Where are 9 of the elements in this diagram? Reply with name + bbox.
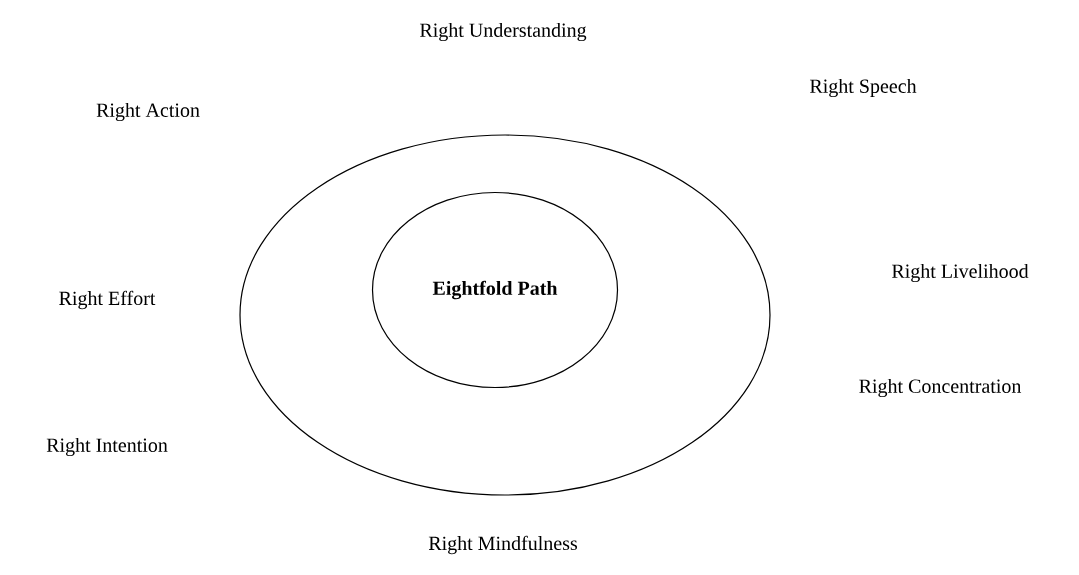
label-text: Right Livelihood xyxy=(891,263,1029,283)
label-text: Right Intention xyxy=(46,437,168,457)
label-text: Right Action xyxy=(96,102,200,122)
label-text: Right Understanding xyxy=(420,22,587,42)
label-text: Right Speech xyxy=(810,78,917,98)
ellipse xyxy=(239,134,771,496)
label-text: Right Effort xyxy=(59,290,156,310)
label-text: Right Mindfulness xyxy=(428,535,577,555)
label-text: Right Concentration xyxy=(859,378,1022,398)
